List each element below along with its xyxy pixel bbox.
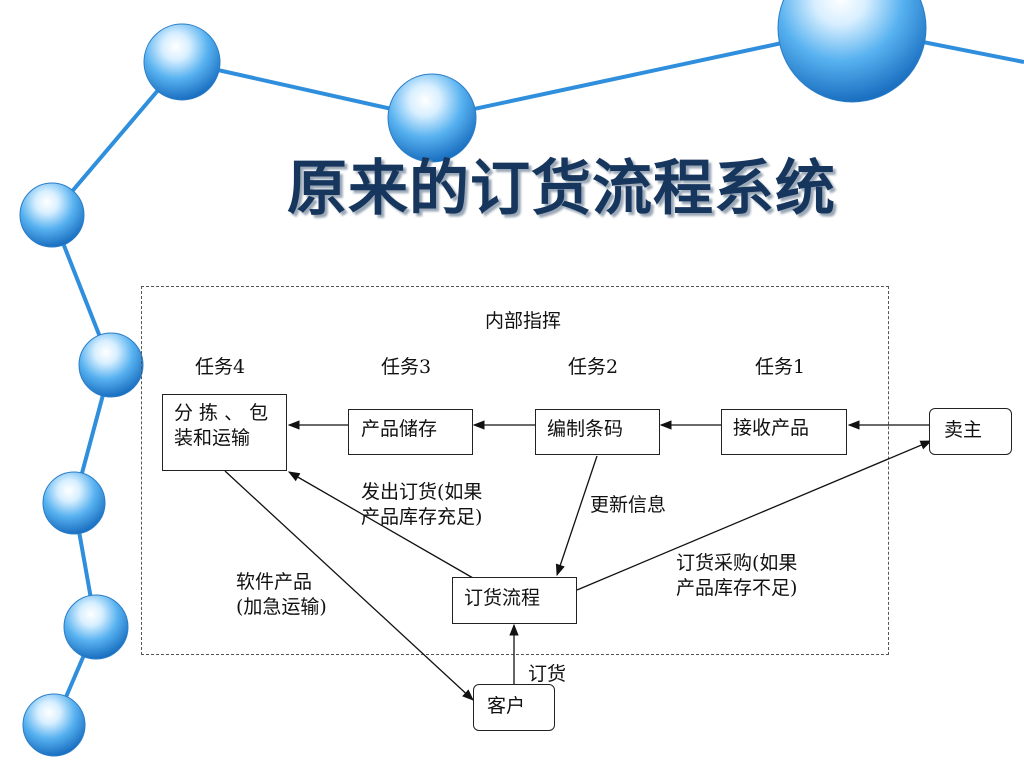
node-order-process: 订货流程 <box>452 577 577 624</box>
edge-label-software-line2: (加急运输) <box>236 596 327 618</box>
node-storage: 产品储存 <box>348 409 473 455</box>
task-label-4: 任务4 <box>195 356 246 378</box>
node-sort-ship-line2: 装和运输 <box>174 427 251 449</box>
node-seller: 卖主 <box>929 408 1012 455</box>
edge-label-dispatch-line1: 发出订货(如果 <box>361 481 483 503</box>
edge-label-dispatch-line2: 产品库存充足) <box>361 506 483 528</box>
node-sort-ship-line1: 分 拣 、 包 <box>174 402 269 424</box>
group-label: 内部指挥 <box>485 310 562 332</box>
bead <box>78 332 144 398</box>
slide-title: 原来的订货流程系统 <box>287 154 836 224</box>
bead <box>22 693 86 757</box>
edge-label-order: 订货 <box>528 663 567 685</box>
bead <box>777 0 927 103</box>
edge-label-dispatch: 发出订货(如果 产品库存充足) <box>361 480 482 530</box>
internal-command-frame <box>141 286 889 655</box>
task-label-3: 任务3 <box>381 356 432 378</box>
edge-label-update: 更新信息 <box>590 494 667 516</box>
arrow-order-to-seller <box>576 440 933 591</box>
task-label-1: 任务1 <box>755 356 806 378</box>
node-sort-ship: 分 拣 、 包 装和运输 <box>162 394 287 471</box>
bead <box>387 73 477 163</box>
edge-label-purchase-line1: 订货采购(如果 <box>676 552 798 574</box>
edge-label-purchase-line2: 产品库存不足) <box>676 577 798 599</box>
bead <box>143 23 221 101</box>
arrow-sortship-to-customer <box>224 470 474 701</box>
arrow-barcode-to-order <box>555 455 598 577</box>
bead <box>19 182 85 248</box>
bead <box>42 471 106 535</box>
edge-label-software: 软件产品 (加急运输) <box>236 570 327 620</box>
task-label-2: 任务2 <box>568 356 619 378</box>
edge-label-software-line1: 软件产品 <box>236 571 313 593</box>
node-receive: 接收产品 <box>721 409 847 455</box>
node-barcode: 编制条码 <box>535 409 660 455</box>
bead <box>63 594 129 660</box>
node-customer: 客户 <box>473 684 555 731</box>
arrow-order-to-sortship <box>287 471 474 579</box>
edge-label-purchase: 订货采购(如果 产品库存不足) <box>676 551 797 601</box>
